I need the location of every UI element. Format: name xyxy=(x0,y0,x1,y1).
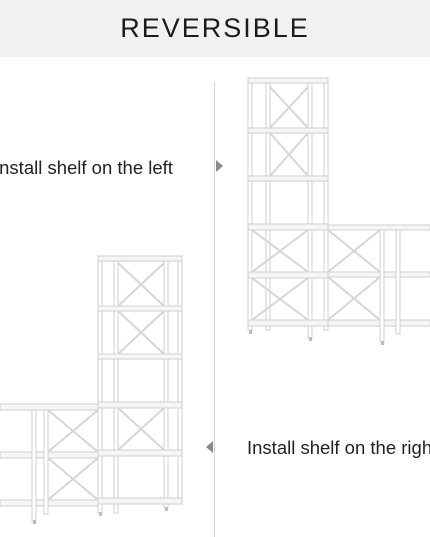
caption-install-right: Install shelf on the right xyxy=(247,437,430,458)
page-title: REVERSIBLE xyxy=(120,13,310,43)
arrow-left-icon xyxy=(206,441,213,453)
title-banner: REVERSIBLE xyxy=(0,0,430,57)
caption-install-left: Install shelf on the left xyxy=(0,157,173,178)
shelf-right-configuration xyxy=(0,255,183,524)
center-divider xyxy=(214,82,215,537)
shelf-left-configuration xyxy=(247,77,430,345)
arrow-right-icon xyxy=(216,160,223,172)
